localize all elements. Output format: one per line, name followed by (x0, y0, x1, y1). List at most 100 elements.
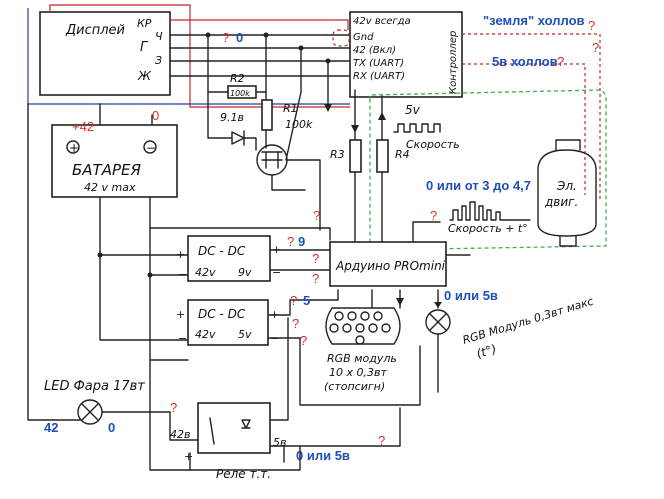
resistor-r4 (376, 139, 389, 173)
motor-bottom (559, 235, 577, 247)
led-to-relay-wire (101, 411, 199, 441)
dcdc1-in: 42v (195, 266, 216, 279)
arrow-down (396, 298, 404, 306)
resistor-r3 (349, 139, 362, 173)
question-mark: ? (588, 18, 595, 33)
relay-plus: + (184, 450, 193, 463)
controller-pin-gnd: Gnd (353, 32, 374, 43)
zener-label: 9.1в (220, 111, 244, 124)
question-mark: ? (592, 40, 599, 55)
ground-return (149, 359, 301, 471)
rgb-module-label-1: RGB модуль (327, 352, 397, 365)
red-wire-42v (170, 19, 349, 30)
battery-minus-bus (149, 196, 331, 241)
controller-pin-rx: RX (UART) (353, 71, 405, 82)
r2-value: 100k (230, 89, 250, 98)
battery-label: БАТАРЕЯ (72, 161, 141, 179)
dcdc2-out-plus-wire (267, 289, 339, 316)
relay-signal-wire (283, 407, 401, 447)
arduino-label: Ардуино PROmini (335, 259, 446, 273)
hall-5v-wire (462, 63, 586, 195)
wire-kr-label: КР (137, 17, 152, 30)
speed-temp-waveform (449, 201, 507, 221)
question-mark: ? (290, 293, 297, 308)
arrow-down (351, 125, 359, 133)
speed-temp-label: Скорость + t° (448, 222, 528, 235)
motor-label-1: Эл. (556, 179, 577, 193)
dcdc2-out-minus-wire (267, 337, 421, 406)
dcdc2-in: 42v (195, 328, 216, 341)
wire-speed-temp (412, 221, 441, 243)
battery-spec: 42 v max (84, 181, 136, 194)
controller-box (349, 11, 463, 98)
red-wire-loop (49, 4, 350, 108)
v42-annotation: +42 (72, 119, 94, 134)
question-mark: ? (313, 208, 320, 223)
r1-label: R1 (283, 102, 298, 115)
zero-or-5v-relay-annotation: 0 или 5в (296, 448, 350, 463)
arrow-down (434, 302, 442, 308)
question-mark: ? (292, 316, 299, 331)
wire-to-zener (207, 91, 233, 139)
rgb-module2-t: (t°) (475, 342, 498, 361)
question-mark: ? (222, 30, 229, 45)
dcdc2-label: DC - DC (198, 307, 246, 321)
wire-g-label: Г (140, 40, 149, 55)
motor-top (555, 139, 581, 151)
dcdc1-out-minus: − (272, 266, 281, 279)
led-headlight-cross (81, 403, 99, 421)
junction (97, 252, 103, 258)
dcdc1-label: DC - DC (198, 244, 246, 258)
display-label: Дисплей (65, 23, 125, 38)
wire-transistor-right (285, 47, 321, 231)
zero-led-annotation: 0 (108, 420, 115, 435)
dcdc2-box (187, 299, 269, 346)
controller-label: Контроллер (448, 31, 459, 94)
speed-label: Скорость (406, 138, 460, 151)
relay-switch (209, 417, 215, 445)
question-mark: ? (312, 251, 319, 266)
relay-ctrl-wire (269, 317, 289, 421)
battery-minus-terminal (143, 140, 157, 154)
motor-label-2: двиг. (544, 195, 578, 209)
arduino-box (329, 241, 447, 287)
question-mark: ? (287, 234, 294, 249)
nine-annotation: 9 (298, 234, 305, 249)
zero-display-annotation: 0 (236, 30, 243, 45)
speed-voltage: 5v (405, 103, 421, 117)
wire-zener-gate (243, 137, 257, 151)
r3-label: R3 (330, 148, 345, 161)
battery-plus-bus (99, 196, 189, 341)
r2-label: R2 (230, 72, 245, 85)
zero-or-5v-rgb-annotation: 0 или 5в (444, 288, 498, 303)
rgb-module-label-3: (стопсигн) (324, 380, 385, 393)
five-annotation: 5 (303, 293, 310, 308)
motor-body (537, 149, 597, 237)
dcdc2-plus: + (176, 308, 185, 321)
dcdc2-minus: − (178, 332, 187, 345)
controller-pin-tx: TX (UART) (353, 58, 404, 69)
rgb-module (325, 307, 401, 345)
battery-plus: + (69, 141, 79, 155)
speed-waveform (393, 123, 441, 133)
relay-in-label: 42в (170, 428, 190, 441)
controller-pin-42v: 42v всегда (353, 16, 411, 27)
question-mark: ? (557, 54, 564, 69)
dcdc2-out: 5v (238, 328, 252, 341)
relay-label: Реле т.т. (216, 467, 271, 481)
zero-battery-annotation: 0 (152, 108, 159, 123)
junction (147, 272, 153, 278)
arrow-down (324, 104, 332, 112)
zener-diode (231, 131, 245, 145)
v42-led-annotation: 42 (44, 420, 58, 435)
dcdc1-out: 9v (238, 266, 252, 279)
question-mark: ? (300, 333, 307, 348)
hall-ground-annotation: "земля" холлов (483, 13, 585, 28)
question-mark: ? (312, 271, 319, 286)
rgb-leds (329, 311, 391, 345)
rgb2-lamp-cross (429, 313, 447, 331)
resistor-r1 (261, 99, 273, 131)
dcdc1-minus: − (178, 268, 187, 281)
